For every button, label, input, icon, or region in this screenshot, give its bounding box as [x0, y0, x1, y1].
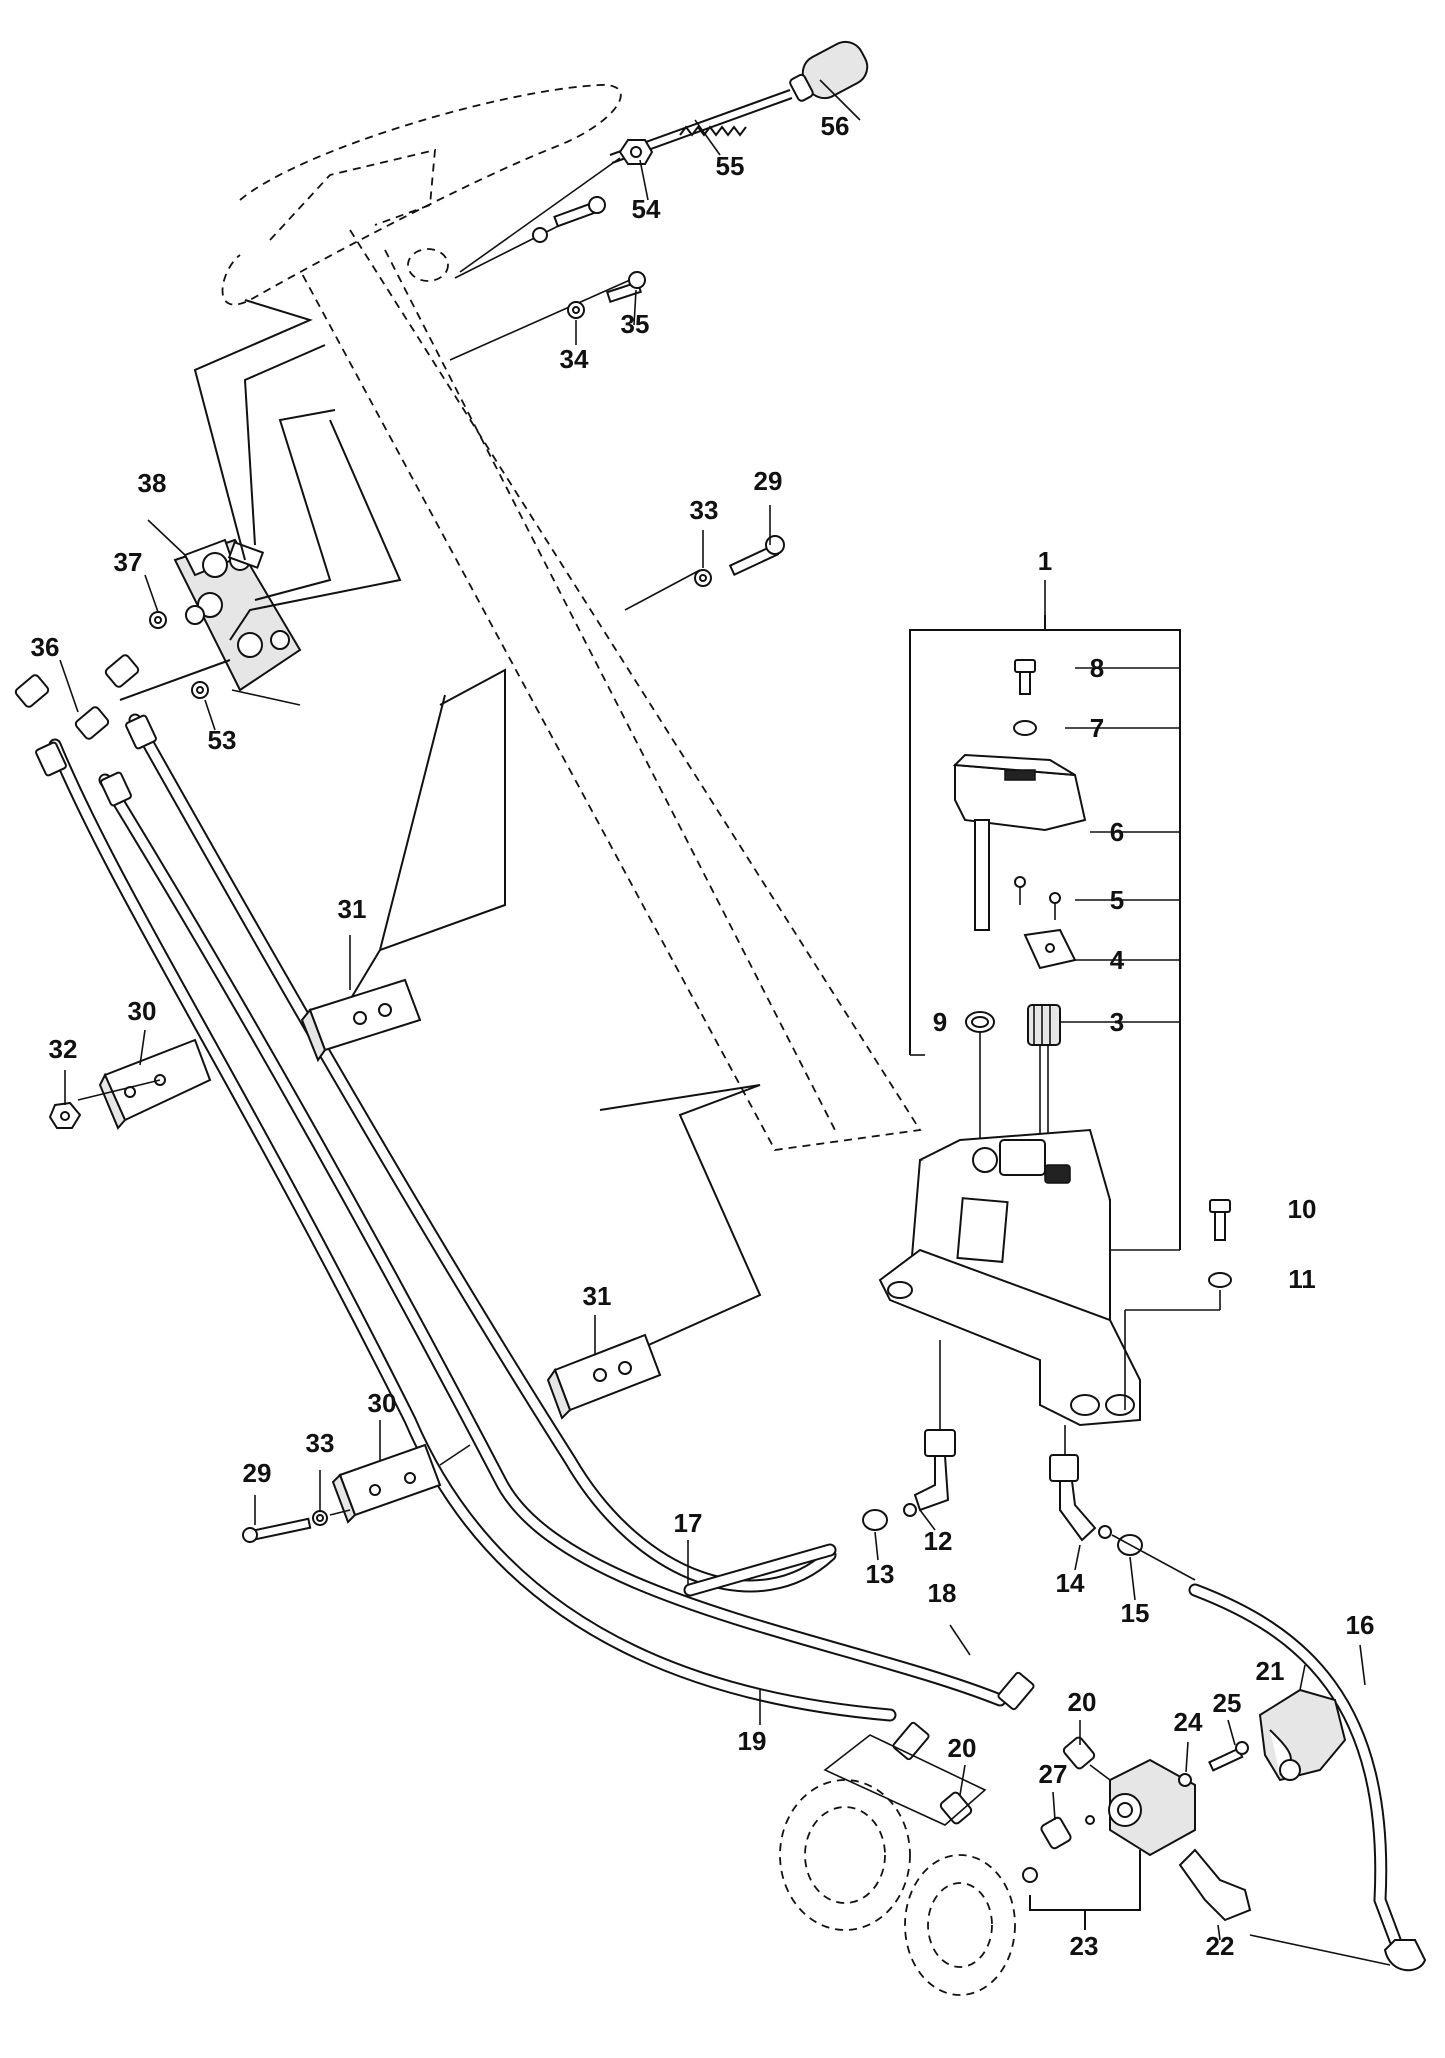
bolt-10	[1209, 1199, 1231, 1241]
fittings-36	[14, 654, 157, 807]
callout-21: 21	[1256, 1656, 1285, 1686]
callout-27: 27	[1039, 1759, 1068, 1789]
clamp-31-upper	[300, 978, 422, 1063]
callout-4: 4	[1110, 945, 1125, 975]
callout-22: 22	[1206, 1931, 1235, 1961]
washer-33-lower	[312, 1510, 328, 1526]
handle-6	[952, 753, 1087, 931]
washer-34	[567, 301, 585, 319]
callout-53: 53	[208, 725, 237, 755]
callout-30-lower: 30	[368, 1388, 397, 1418]
screw-35	[605, 271, 646, 303]
clamp-31-lower	[546, 1333, 662, 1420]
screw-upper	[532, 196, 606, 243]
leaders	[59, 79, 1366, 1941]
lower-fittings	[683, 1429, 1427, 1996]
screw-29-lower	[242, 1517, 312, 1543]
callout-30-upper: 30	[128, 996, 157, 1026]
nut-37	[149, 611, 167, 629]
callout-25: 25	[1213, 1688, 1242, 1718]
callout-17: 17	[674, 1508, 703, 1538]
valve-block-38	[149, 538, 302, 706]
callout-6: 6	[1110, 817, 1124, 847]
callout-11: 11	[1288, 1264, 1316, 1294]
callout-31-lower: 31	[583, 1281, 612, 1311]
callout-16: 16	[1346, 1610, 1375, 1640]
wheel-outline	[779, 1734, 1016, 1996]
callout-3: 3	[1110, 1007, 1124, 1037]
callout-23: 23	[1070, 1931, 1099, 1961]
bracket-21	[1258, 1688, 1347, 1782]
callout-13: 13	[866, 1559, 895, 1589]
nut-32	[48, 1101, 82, 1129]
screw-8	[1014, 659, 1036, 695]
callout-14: 14	[1056, 1568, 1085, 1598]
callout-12: 12	[924, 1526, 953, 1556]
callout-10: 10	[1288, 1194, 1317, 1224]
hoses	[48, 713, 1007, 1722]
callout-35: 35	[621, 309, 650, 339]
callout-56: 56	[821, 111, 850, 141]
control-box-1	[878, 1128, 1141, 1427]
knob-56	[789, 40, 869, 102]
callout-54: 54	[632, 194, 661, 224]
callout-19: 19	[738, 1726, 767, 1756]
callout-18: 18	[928, 1578, 957, 1608]
clamp-30-lower	[331, 1443, 442, 1524]
clamps	[48, 978, 662, 1543]
callout-20-right: 20	[1068, 1687, 1097, 1717]
callout-labels: 1 8 7 6 5 4 3 9 10 11 56 55 54 35 34 33 …	[31, 111, 1375, 1961]
callout-38: 38	[138, 468, 167, 498]
callout-20-left: 20	[948, 1733, 977, 1763]
clamp-30-upper	[98, 1038, 212, 1130]
nut-54	[618, 139, 654, 165]
nut-53	[191, 681, 209, 699]
callout-7: 7	[1090, 713, 1104, 743]
callout-5: 5	[1110, 885, 1124, 915]
callout-33-lower: 33	[306, 1428, 335, 1458]
knob-assembly	[449, 40, 869, 361]
callout-29-upper: 29	[754, 466, 783, 496]
handlebar-outline	[221, 84, 922, 1151]
callout-31-upper: 31	[338, 894, 367, 924]
callout-24: 24	[1174, 1707, 1203, 1737]
callout-36: 36	[31, 632, 60, 662]
callout-32: 32	[49, 1034, 78, 1064]
callout-34: 34	[560, 344, 589, 374]
callout-1: 1	[1038, 546, 1052, 576]
callout-9: 9	[933, 1007, 947, 1037]
control-box-assembly	[878, 615, 1232, 1455]
callout-55: 55	[716, 151, 745, 181]
callout-29-lower: 29	[243, 1458, 272, 1488]
callout-37: 37	[114, 547, 143, 577]
screw-29-upper	[624, 535, 785, 611]
callout-15: 15	[1121, 1598, 1150, 1628]
callout-8: 8	[1090, 653, 1104, 683]
callout-33-upper: 33	[690, 495, 719, 525]
routing-lines	[119, 299, 762, 1396]
pump	[1108, 1758, 1196, 1857]
